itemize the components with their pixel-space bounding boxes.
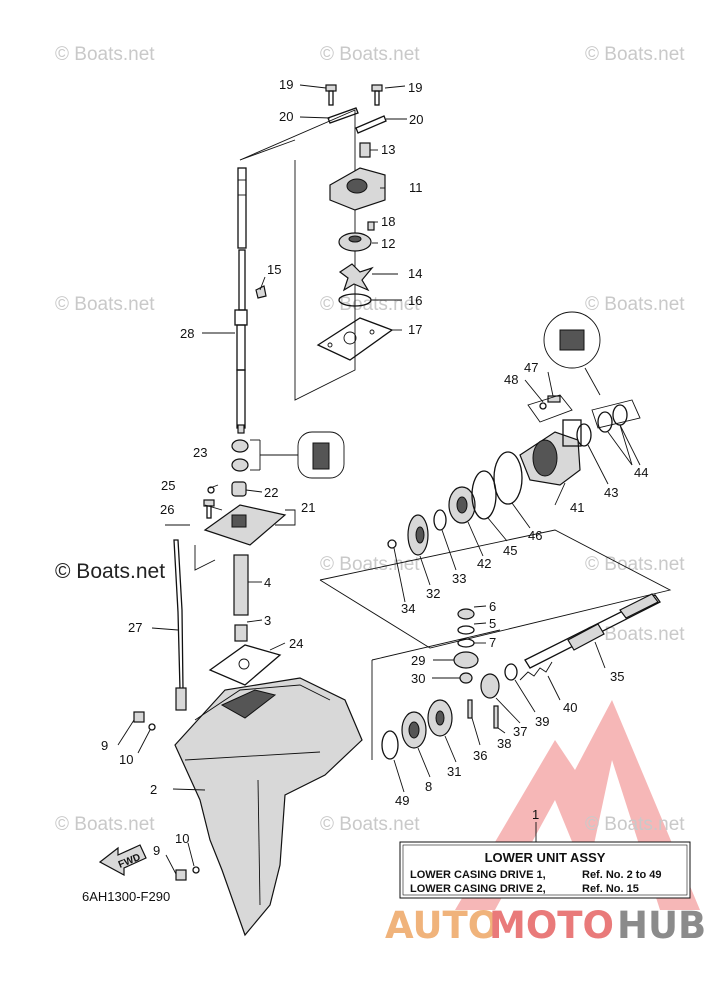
part-label: 1	[532, 807, 539, 822]
part-label: 43	[604, 485, 618, 500]
watermark: © Boats.net	[55, 44, 155, 65]
watermark: © Boats.net	[585, 44, 685, 65]
assembly-line-1-name: LOWER CASING DRIVE 1,	[410, 869, 546, 881]
part-label: 34	[401, 601, 415, 616]
part-label: 9	[153, 843, 160, 858]
assembly-line-2-ref: Ref. No. 15	[582, 883, 639, 895]
part-label: 36	[473, 748, 487, 763]
watermark: © Boats.net	[320, 294, 420, 315]
part-label: 30	[411, 671, 425, 686]
watermark-large: © Boats.net	[55, 560, 165, 583]
part-label: 10	[119, 752, 133, 767]
watermark: © Boats.net	[585, 294, 685, 315]
part-label: 17	[408, 322, 422, 337]
watermark: © Boats.net	[55, 294, 155, 315]
assembly-title: LOWER UNIT ASSY	[485, 850, 606, 865]
part-label: 41	[570, 500, 584, 515]
watermark: © Boats.net	[585, 624, 685, 645]
part-label: 35	[610, 669, 624, 684]
part-label: 22	[264, 485, 278, 500]
part-label: 4	[264, 575, 271, 590]
part-label: 40	[563, 700, 577, 715]
part-label: 3	[264, 613, 271, 628]
part-label: 33	[452, 571, 466, 586]
watermark: © Boats.net	[585, 814, 685, 835]
part-label: 11	[409, 180, 423, 195]
watermark: © Boats.net	[585, 554, 685, 575]
part-labels: 19 19 20 20 13 11 18 12 15 14 16 28 17 4…	[101, 77, 648, 858]
logo-part-auto: AUTO	[385, 904, 499, 947]
part-label: 44	[634, 465, 648, 480]
part-label: 19	[279, 77, 293, 92]
watermark: © Boats.net	[320, 44, 420, 65]
part-label: 29	[411, 653, 425, 668]
part-label: 20	[409, 112, 423, 127]
assembly-line-1-ref: Ref. No. 2 to 49	[582, 869, 661, 881]
part-label: 48	[504, 372, 518, 387]
assembly-line-2-name: LOWER CASING DRIVE 2,	[410, 883, 546, 895]
part-label: 31	[447, 764, 461, 779]
part-label: 42	[477, 556, 491, 571]
part-label: 19	[408, 80, 422, 95]
part-label: 26	[160, 502, 174, 517]
part-label: 8	[425, 779, 432, 794]
part-label: 9	[101, 738, 108, 753]
part-label: 28	[180, 326, 194, 341]
part-label: 6	[489, 599, 496, 614]
part-label: 37	[513, 724, 527, 739]
logo-part-moto: MOTO	[489, 904, 614, 947]
part-label: 38	[497, 736, 511, 751]
part-label: 25	[161, 478, 175, 493]
part-label: 32	[426, 586, 440, 601]
part-label: 5	[489, 616, 496, 631]
part-label: 12	[381, 236, 395, 251]
watermark: © Boats.net	[320, 554, 420, 575]
part-label: 15	[267, 262, 281, 277]
drawing-code: 6AH1300-F290	[82, 889, 170, 904]
part-label: 21	[301, 500, 315, 515]
assembly-reference-box: LOWER UNIT ASSY LOWER CASING DRIVE 1, Re…	[399, 841, 691, 899]
part-label: 18	[381, 214, 395, 229]
part-label: 7	[489, 635, 496, 650]
part-label: 16	[408, 293, 422, 308]
site-logo: AUTO MOTO HUB	[385, 904, 706, 947]
watermark-layer: © Boats.net © Boats.net © Boats.net © Bo…	[55, 44, 685, 835]
part-label: 47	[524, 360, 538, 375]
part-label: 45	[503, 543, 517, 558]
watermark: © Boats.net	[320, 814, 420, 835]
watermark: © Boats.net	[55, 814, 155, 835]
part-label: 46	[528, 528, 542, 543]
part-label: 13	[381, 142, 395, 157]
part-label: 39	[535, 714, 549, 729]
part-label: 49	[395, 793, 409, 808]
part-label: 27	[128, 620, 142, 635]
diagram-linework	[98, 84, 672, 937]
part-label: 10	[175, 831, 189, 846]
part-label: 2	[150, 782, 157, 797]
part-label: 24	[289, 636, 303, 651]
part-label: 14	[408, 266, 422, 281]
part-label: 23	[193, 445, 207, 460]
part-label: 20	[279, 109, 293, 124]
logo-part-hub: HUB	[617, 904, 706, 947]
